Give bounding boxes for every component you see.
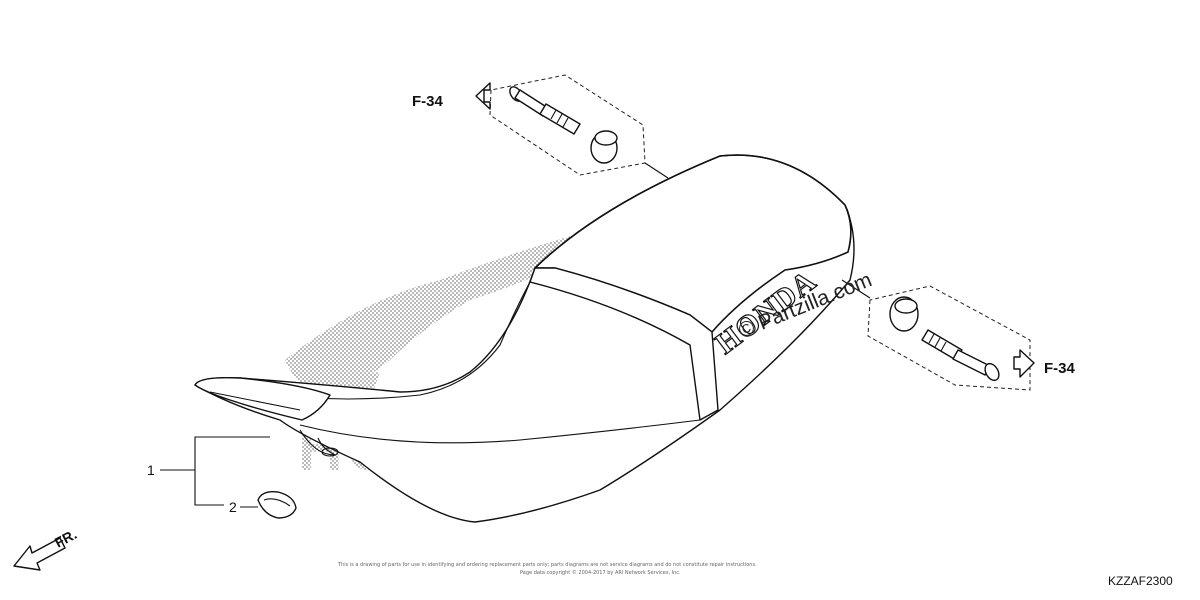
callout-2-number: 2: [229, 499, 237, 515]
hook-slot: [321, 447, 339, 457]
right-collar: [889, 296, 919, 332]
clip-part-2: [257, 490, 297, 519]
right-ref-label[interactable]: F-34: [1044, 360, 1076, 377]
top-leader: [644, 162, 669, 179]
top-ref-label[interactable]: F-34: [412, 93, 444, 110]
top-collar: [590, 130, 618, 164]
callout-bracket: [194, 436, 270, 506]
top-bolt-group[interactable]: F-34: [412, 74, 669, 179]
callout-1[interactable]: 1: [147, 436, 270, 506]
right-leader: [841, 279, 871, 299]
top-ref-arrow-icon: [475, 82, 491, 110]
seat[interactable]: HONDA: [194, 154, 855, 523]
right-ref-arrow-icon: [1013, 349, 1035, 378]
copyright-line-1: This is a drawing of parts for use in id…: [337, 562, 757, 568]
seat-right-side: [844, 204, 852, 253]
clip-detail: [263, 498, 291, 507]
divider-seam: [529, 281, 691, 346]
right-bolt-group[interactable]: F-34: [841, 279, 1076, 391]
top-bolt: [509, 86, 581, 135]
right-bolt: [921, 329, 1000, 382]
front-arrow-icon: [13, 537, 66, 571]
front-seat-edge: [299, 419, 701, 444]
copyright-line-2: Page data copyright © 2004-2017 by ARI N…: [520, 569, 681, 576]
diagram-code: KZZAF2300: [1108, 574, 1173, 588]
tongue-inner-line: [209, 391, 301, 411]
callout-2[interactable]: 2: [229, 490, 297, 519]
seat-body: [194, 154, 855, 523]
front-direction-indicator: FR.: [13, 526, 79, 571]
callout-1-number: 1: [147, 462, 155, 478]
right-dash-box: [867, 285, 1031, 391]
